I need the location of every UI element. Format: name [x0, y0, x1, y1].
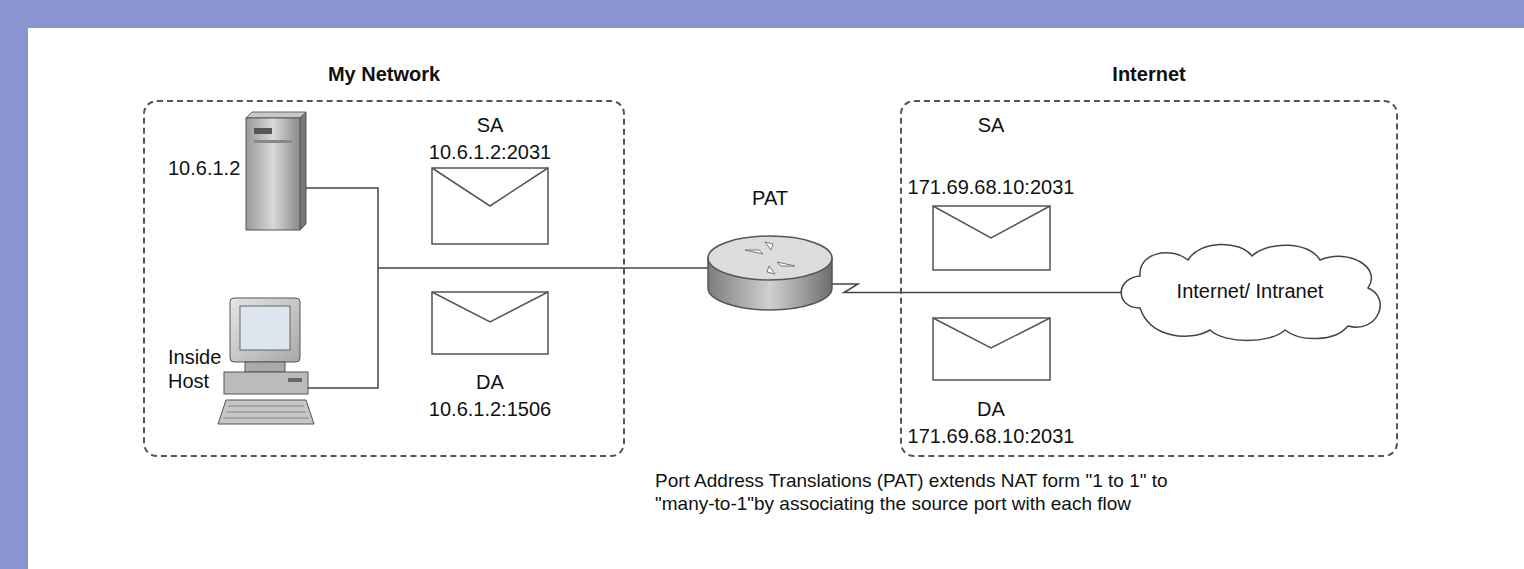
- node-title: My Network: [125, 62, 643, 86]
- router-icon: [705, 230, 835, 314]
- address-label: 171.69.68.10:2031: [906, 175, 1076, 199]
- address-label: SA: [430, 113, 550, 137]
- router-arrows: [745, 242, 795, 274]
- internet-region: InternetInternet/ Intranet: [900, 100, 1398, 457]
- node-title: Internet: [882, 62, 1416, 86]
- router-node: PAT: [705, 186, 835, 314]
- address-label: 10.6.1.2:1506: [420, 397, 560, 421]
- address-label: 10.6.1.2: [168, 156, 258, 180]
- network-region: My Network: [143, 100, 625, 457]
- computer-icon: [218, 298, 314, 424]
- caption: Port Address Translations (PAT) extends …: [655, 470, 1215, 516]
- link-line: [832, 284, 1121, 293]
- router-top: [708, 236, 832, 280]
- node-title: PAT: [705, 186, 835, 210]
- address-label: Inside Host: [168, 345, 230, 393]
- cloud-shape: [1121, 244, 1380, 340]
- address-label: DA: [931, 397, 1051, 421]
- cloud-label: Internet/ Intranet: [1177, 279, 1324, 303]
- address-label: 10.6.1.2:2031: [420, 140, 560, 164]
- address-label: DA: [430, 370, 550, 394]
- envelope-icon: [432, 168, 1050, 380]
- cloud-node: Internet/ Intranet: [1110, 238, 1390, 344]
- address-label: 171.69.68.10:2031: [906, 424, 1076, 448]
- address-label: SA: [931, 113, 1051, 137]
- server-icon: [246, 112, 306, 230]
- link-line: [625, 267, 708, 269]
